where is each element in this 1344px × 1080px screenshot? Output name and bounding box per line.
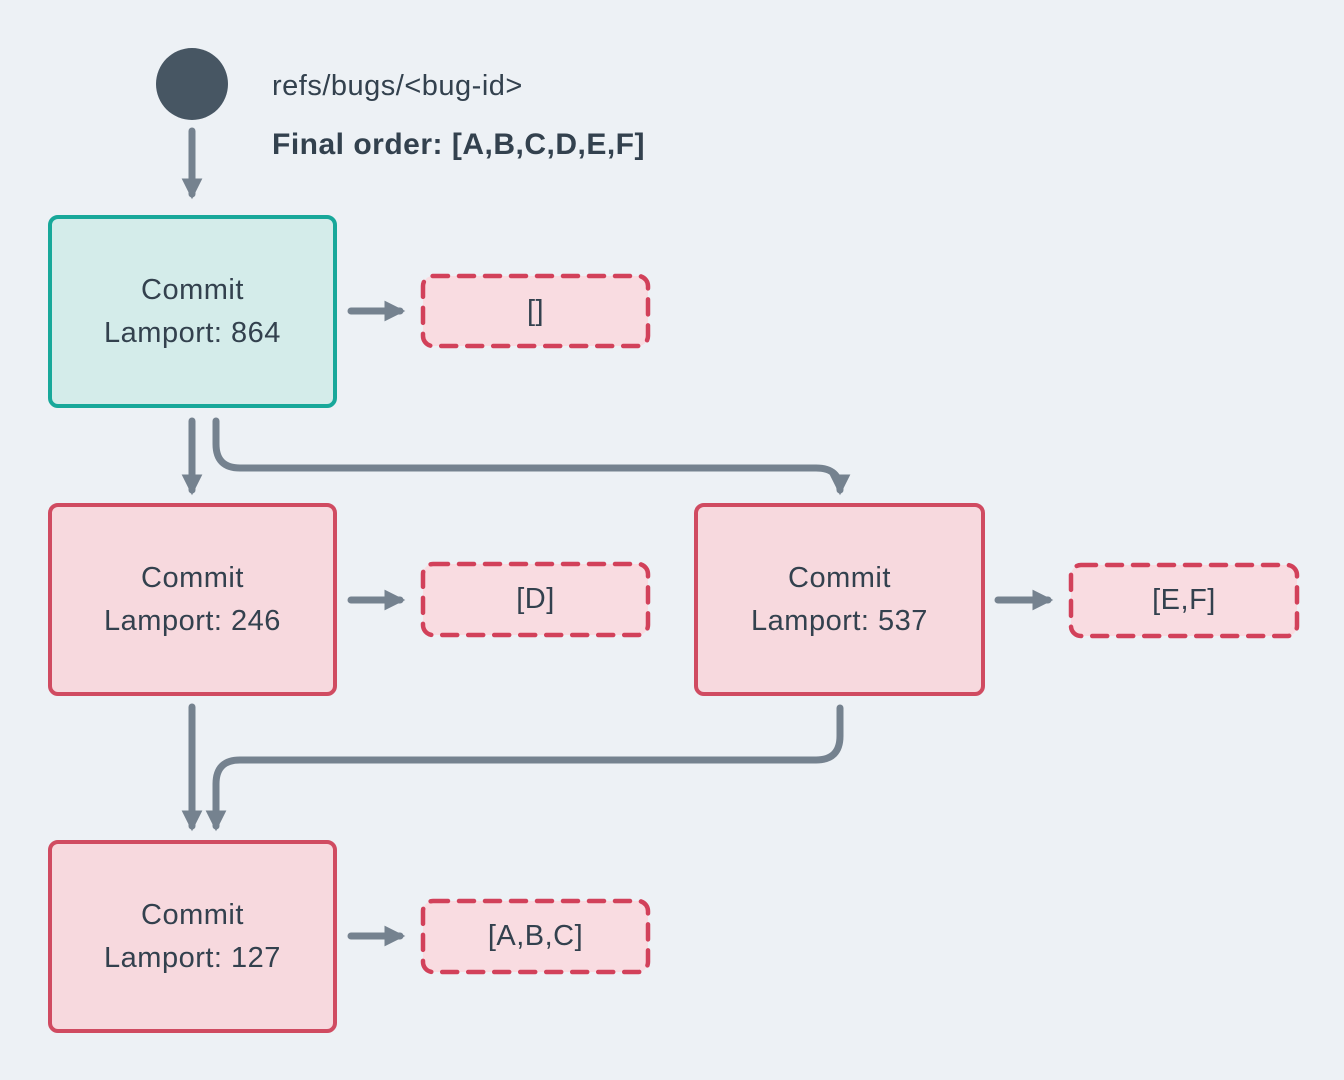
commit-title: Commit	[141, 561, 244, 594]
ref-pointer-circle	[156, 48, 228, 120]
commit-node-537: Commit Lamport: 537	[694, 503, 985, 696]
ops-value-commit864: []	[526, 294, 545, 327]
ops-value-commit537: [E,F]	[1152, 584, 1216, 616]
final-order-label: Final order: [A,B,C,D,E,F]	[272, 128, 645, 161]
commit-lamport: Lamport: 537	[751, 604, 928, 637]
commit-lamport: Lamport: 127	[104, 941, 281, 974]
commit-node-246: Commit Lamport: 246	[48, 503, 337, 696]
ops-box-commit537	[1068, 562, 1300, 639]
ops-box-commit864	[420, 273, 651, 349]
edge-commit537-to-commit127	[205, 704, 844, 832]
commit-title: Commit	[141, 898, 244, 931]
ops-box-commit246	[420, 561, 651, 638]
ops-value-commit127: [A,B,C]	[487, 920, 584, 952]
commit-lamport: Lamport: 864	[104, 316, 281, 349]
ops-box-commit127	[420, 898, 651, 975]
commit-lamport: Lamport: 246	[104, 604, 281, 637]
commit-node-864: Commit Lamport: 864	[48, 215, 337, 408]
commit-title: Commit	[141, 273, 244, 306]
commit-node-127: Commit Lamport: 127	[48, 840, 337, 1033]
ref-label: refs/bugs/<bug-id>	[272, 70, 523, 102]
commit-title: Commit	[788, 561, 891, 594]
ops-value-commit246: [D]	[516, 583, 555, 615]
edge-commit864-to-commit537	[212, 417, 851, 496]
